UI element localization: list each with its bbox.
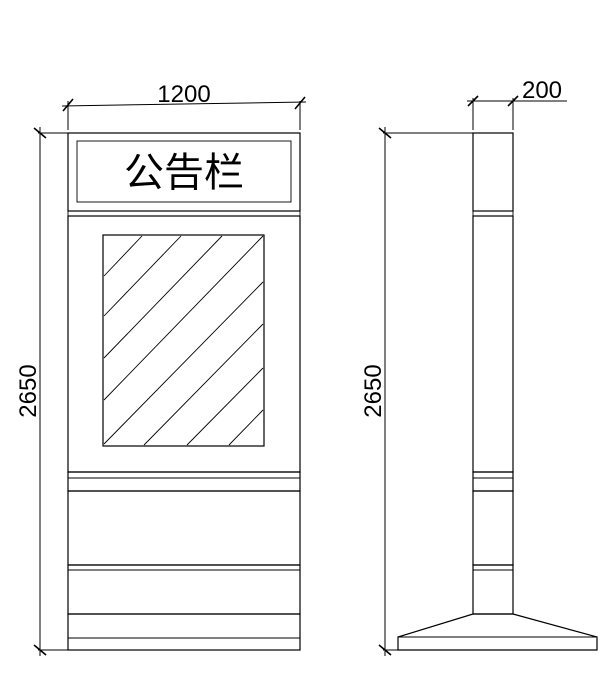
side-post	[472, 132, 514, 615]
base-plinth	[67, 613, 301, 651]
sign-header-panel: 公告栏	[67, 132, 301, 212]
side-view: 200 2650	[360, 77, 598, 656]
front-height-label: 2650	[15, 364, 42, 417]
lower-panel-1	[67, 490, 301, 566]
glass-window	[102, 234, 265, 447]
side-depth-label: 200	[522, 77, 562, 104]
glass-hatching	[103, 235, 264, 446]
lower-panel-2	[67, 564, 301, 615]
side-height-label: 2650	[360, 364, 387, 417]
lower-band	[67, 471, 301, 492]
front-height-dimension: 2650	[15, 127, 68, 656]
notice-panel	[67, 215, 301, 473]
front-view: 1200 2650 公告栏	[15, 81, 307, 656]
header-connector	[67, 210, 301, 217]
side-height-dimension: 2650	[360, 127, 473, 656]
front-width-label: 1200	[157, 81, 210, 108]
front-width-dimension: 1200	[61, 81, 307, 130]
side-depth-dimension: 200	[467, 77, 567, 130]
sign-title: 公告栏	[124, 150, 244, 196]
side-base	[397, 613, 598, 651]
